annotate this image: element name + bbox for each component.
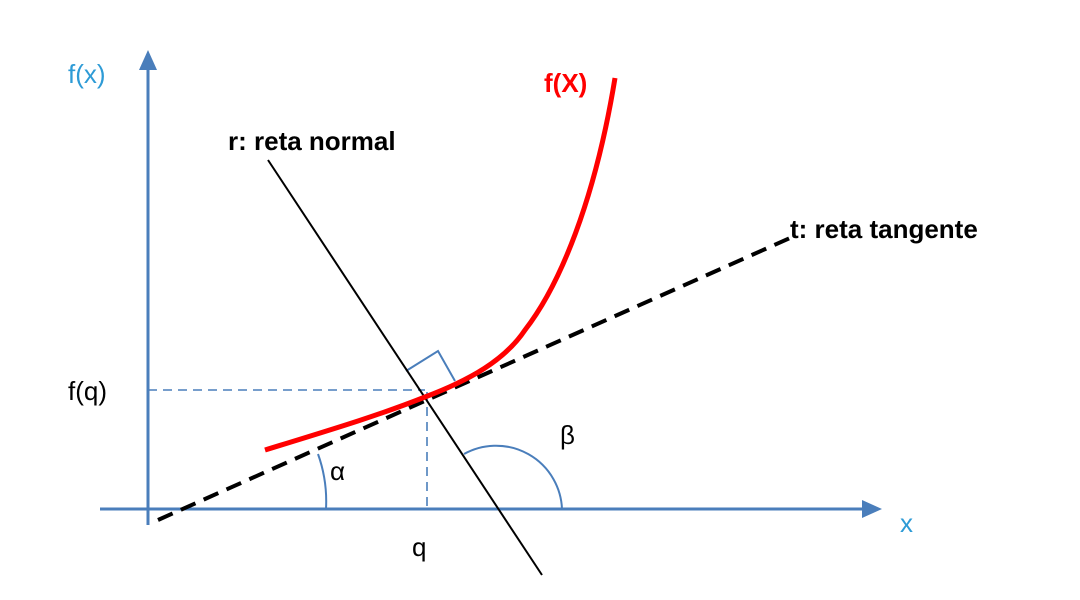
x-axis-label: x	[900, 508, 913, 538]
function-curve	[264, 77, 618, 453]
tangent-line-label: t: reta tangente	[790, 214, 978, 244]
normal-line	[267, 159, 543, 576]
fq-label: f(q)	[68, 376, 107, 406]
alpha-arc	[317, 453, 328, 510]
tangent-line	[157, 236, 791, 522]
right-angle-marker	[405, 349, 456, 382]
normal-line-label: r: reta normal	[228, 126, 396, 156]
y-axis-arrowhead	[139, 50, 157, 70]
curve-label: f(X)	[544, 68, 587, 98]
q-label: q	[412, 532, 426, 562]
y-axis-label: f(x)	[68, 59, 106, 89]
x-axis-arrowhead	[862, 500, 882, 518]
beta-arc	[463, 444, 563, 510]
beta-label: β	[560, 420, 575, 450]
alpha-label: α	[330, 456, 345, 486]
